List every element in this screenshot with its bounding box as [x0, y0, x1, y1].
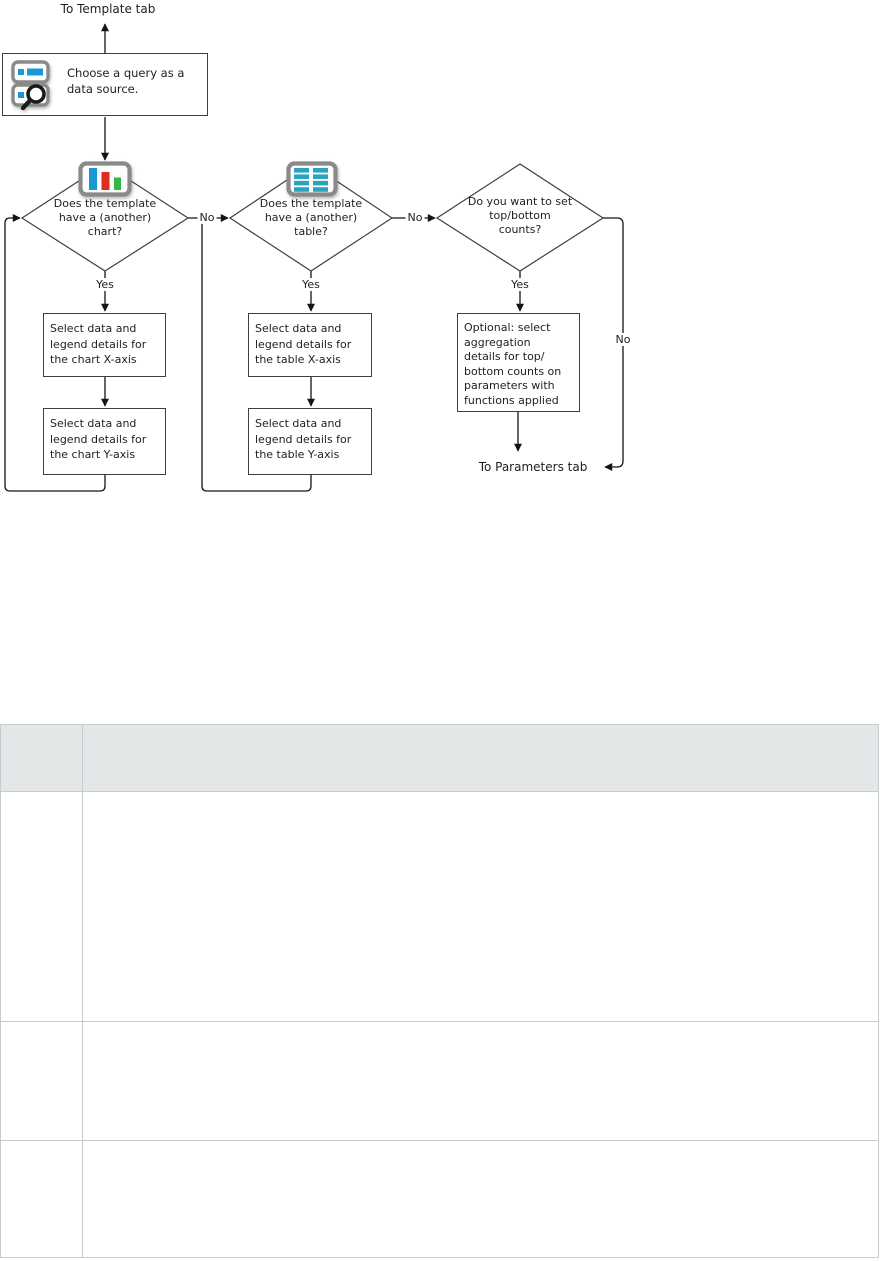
- doc-table-cell: [1, 792, 83, 1021]
- doc-table-header-row: [1, 725, 878, 791]
- step-table-x-text: Select data and legend details for the t…: [255, 322, 352, 366]
- doc-table-cell: [83, 1141, 878, 1257]
- choose-query-node: Choose a query as a data source.: [2, 53, 208, 116]
- to-template-tab-label: To Template tab: [60, 2, 156, 16]
- yes-label-chart: Yes: [94, 278, 116, 291]
- doc-table-cell: [83, 1022, 878, 1140]
- doc-table-cell: [1, 1141, 83, 1257]
- doc-table-header-cell: [83, 725, 878, 791]
- doc-table-cell: [83, 792, 878, 1021]
- decision-table-diamond: [228, 163, 394, 272]
- query-search-icon: [11, 60, 50, 110]
- no-label-table: No: [405, 211, 425, 224]
- step-table-y-text: Select data and legend details for the t…: [255, 417, 352, 461]
- step-chart-y-text: Select data and legend details for the c…: [50, 417, 147, 461]
- step-table-x-axis: Select data and legend details for the t…: [248, 313, 372, 377]
- to-parameters-tab-label: To Parameters tab: [478, 460, 588, 474]
- table-row: [1, 791, 878, 1021]
- yes-label-counts: Yes: [509, 278, 531, 291]
- step-optional-text: Optional: select aggregation details for…: [464, 321, 562, 407]
- step-table-y-axis: Select data and legend details for the t…: [248, 408, 372, 475]
- yes-label-table: Yes: [300, 278, 322, 291]
- doc-table: [0, 724, 879, 1258]
- no-label-counts: No: [613, 333, 633, 346]
- bar-chart-icon: [78, 161, 132, 197]
- data-table-icon: [286, 161, 338, 197]
- table-row: [1, 1021, 878, 1140]
- doc-table-cell: [1, 1022, 83, 1140]
- choose-query-text: Choose a query as a data source.: [67, 66, 185, 96]
- table-row: [1, 1140, 878, 1257]
- decision-chart-diamond: [20, 163, 190, 272]
- step-optional-aggregation: Optional: select aggregation details for…: [457, 313, 580, 412]
- step-chart-y-axis: Select data and legend details for the c…: [43, 408, 166, 475]
- step-chart-x-text: Select data and legend details for the c…: [50, 322, 147, 366]
- no-label-chart: No: [197, 211, 217, 224]
- doc-table-header-cell: [1, 725, 83, 791]
- step-chart-x-axis: Select data and legend details for the c…: [43, 313, 166, 377]
- decision-counts-diamond: [435, 163, 605, 272]
